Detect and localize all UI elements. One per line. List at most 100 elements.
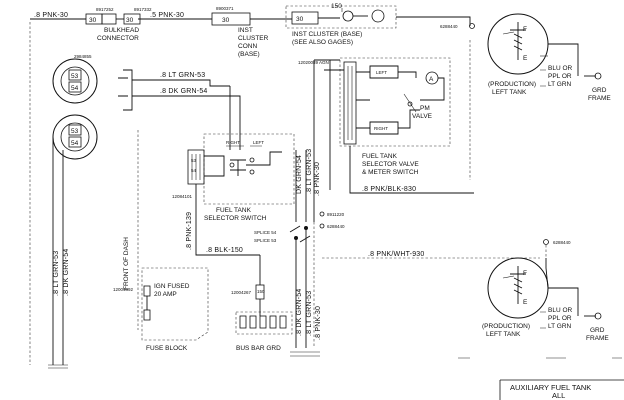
part-number-8: 8911220	[327, 212, 345, 217]
splice-marks	[289, 225, 311, 243]
pnk30-top-run	[29, 18, 292, 365]
connector-6288440-bot	[543, 239, 549, 245]
pin-53: 53	[71, 73, 79, 80]
gauge-e-top: E	[523, 55, 528, 62]
pin-30-d: 30	[296, 16, 304, 23]
wire-label-pnk30-bot: .8 PNK-30	[315, 306, 322, 340]
wire-ltgrn53	[132, 79, 230, 87]
part-number-9: 6288440	[327, 224, 345, 229]
wire-label-pnkblk830: .8 PNK/BLK-830	[362, 186, 416, 193]
bus-bar-label: BUS BAR GRD	[236, 345, 281, 352]
gauge-connector-top	[52, 58, 98, 104]
ground-icon-bot	[594, 312, 602, 320]
wire-label-pnk139: .8 PNK-139	[186, 212, 193, 250]
part-number-4: 2984855	[74, 54, 92, 59]
inst-conn-label-3: CONN	[238, 43, 257, 50]
inst-cluster-base	[285, 5, 397, 29]
grd-top-1: GRD	[592, 87, 607, 94]
wire-label-dkgrn54-bot: .8 DK GRN-54	[296, 288, 303, 336]
part-number-2: 8917332	[134, 7, 152, 12]
bracket-top	[540, 69, 546, 87]
wire-label-vert-dkgrn54: .8 DK GRN-54	[63, 248, 70, 296]
title-block	[499, 379, 624, 400]
wire-label-dkgrn54-top: DK GRN-54	[296, 155, 303, 194]
prod-tank-top-1: (PRODUCTION)	[488, 81, 536, 88]
ign-fused-label-2: 20 AMP	[154, 291, 177, 298]
mid-vertical-wires-top	[295, 150, 307, 222]
switch-right-label: RIGHT	[226, 140, 240, 145]
wire-150-right	[396, 16, 471, 26]
part-number-10: 12004892	[113, 287, 134, 292]
wire-tank-top-gnd	[548, 43, 579, 76]
valve-right-label: RIGHT	[374, 126, 388, 131]
selector-switch-label-1: FUEL TANK	[216, 207, 252, 214]
blu-top-3: LT GRN	[548, 81, 572, 88]
title-line-2: ALL	[552, 391, 565, 400]
gauge-f-bottom: F	[523, 270, 527, 277]
front-of-dash-label: FRONT OF DASH	[123, 237, 130, 290]
switch-top-wires	[229, 86, 241, 150]
valve-label-3: & METER SWITCH	[362, 169, 419, 176]
blu-bot-3: LT GRN	[548, 323, 572, 330]
valve-label-1: FUEL TANK	[362, 153, 398, 160]
title-line-1: AUXILIARY FUEL TANK	[510, 383, 591, 392]
prod-tank-bot-1: (PRODUCTION)	[482, 323, 530, 330]
left-tank-gauge-bottom	[487, 257, 549, 319]
wire-label-dkgrn54: .8 DK GRN-54	[160, 88, 208, 95]
valve-left-label: LEFT	[376, 70, 387, 75]
inst-conn-label-2: CLUSTER	[238, 35, 269, 42]
pin-54-b: 54	[71, 140, 79, 147]
part-number-3: 8900371	[216, 6, 234, 11]
ammeter-label: A	[429, 76, 434, 83]
pin-30-a: 30	[89, 17, 97, 24]
connector-8911220	[319, 211, 325, 217]
connector-6288440-mid	[319, 223, 325, 229]
connector-dot	[469, 23, 475, 29]
part-number-5: 12020089 AGN	[298, 60, 329, 65]
pin-53-b: 53	[71, 128, 79, 135]
wire-label-ltgrn53-bot: .8 LT GRN-53	[306, 291, 313, 336]
splice-54-label: SPLICE 54	[254, 230, 277, 235]
part-number-1: 8917252	[96, 7, 114, 12]
grd-bot-1: GRD	[590, 327, 605, 334]
mid-vertical-wires-bottom	[295, 230, 307, 348]
inst-cluster-connector	[211, 12, 251, 26]
wire-label-ltgrn53: .8 LT GRN-53	[160, 72, 205, 79]
switch-left-label: LEFT	[253, 140, 264, 145]
selector-switch-label-2: SELECTOR SWITCH	[204, 215, 267, 222]
prod-tank-top-2: LEFT TANK	[492, 89, 527, 96]
part-number-6: 6288440	[440, 24, 458, 29]
wire-label-pnk30-top: .8 PNK-30	[314, 162, 321, 196]
wire-label-pnk30-b: .5 PNK-30	[150, 12, 184, 19]
fuse-block-label: FUSE BLOCK	[146, 345, 188, 352]
splice-53-label: SPLICE 53	[254, 238, 277, 243]
wire-pnk139	[195, 184, 203, 256]
grd-top-2: FRAME	[588, 95, 611, 102]
wire-label-vert-ltgrn53: .8 LT GRN-53	[53, 251, 60, 296]
gauge-connector-bottom	[52, 114, 98, 160]
bulkhead-connector	[85, 13, 141, 25]
inst-base-label-2: (SEE ALSO GAGES)	[292, 39, 353, 46]
pin-30-c: 30	[222, 17, 230, 24]
blu-top-2: PPL OR	[548, 73, 572, 80]
wire-pnkblk830	[349, 146, 474, 194]
bottom-ticks-left	[48, 364, 68, 369]
fuse-block	[141, 267, 209, 341]
wire-label-pnk30-a: .8 PNK-30	[34, 12, 68, 19]
wire-label-pnkwht930: .8 PNK/WHT-930	[368, 251, 424, 258]
fuel-tank-selector-valve	[339, 57, 451, 147]
prod-tank-bot-2: LEFT TANK	[486, 331, 521, 338]
valve-label-2: SELECTOR VALVE	[362, 161, 419, 168]
pin-53-c: 53	[191, 158, 197, 163]
grd-bot-2: FRAME	[586, 335, 609, 342]
pin-54-c: 54	[191, 168, 197, 173]
bulkhead-label-1: BULKHEAD	[104, 27, 139, 34]
bottom-ticks-mid	[290, 351, 320, 357]
bus-bar-ground	[235, 255, 293, 335]
blu-bot-2: PPL OR	[548, 315, 572, 322]
blu-top-1: BLU OR	[548, 65, 573, 72]
pin-150: 150	[257, 289, 265, 294]
valve-feed-wires	[324, 60, 344, 190]
wire-label-blk150: .8 BLK-150	[206, 247, 243, 254]
ground-icon-top	[594, 72, 602, 80]
